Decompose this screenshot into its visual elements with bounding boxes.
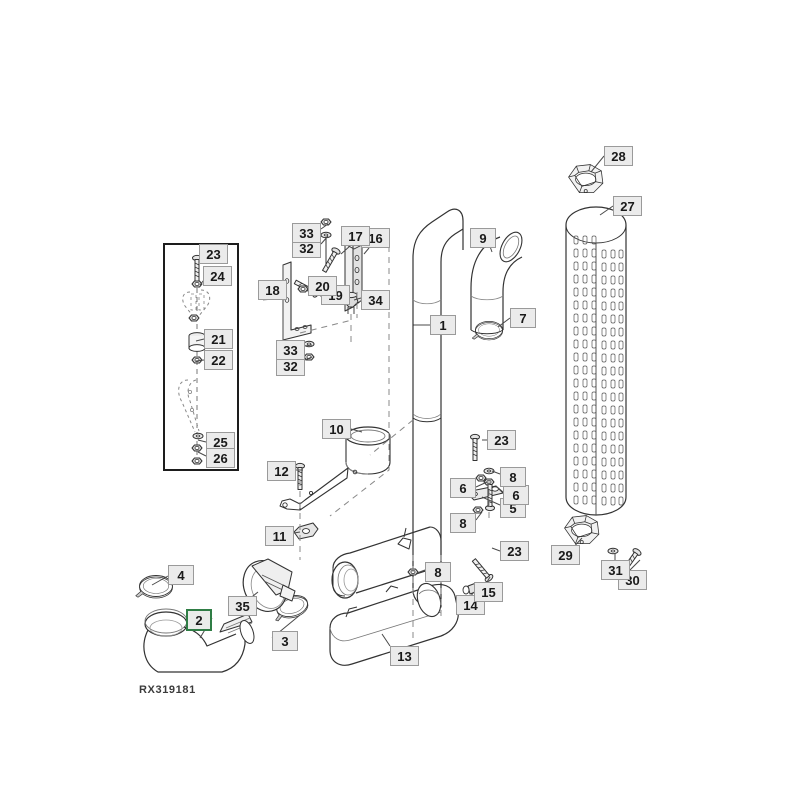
callout-33b[interactable]: 33 (276, 340, 305, 360)
callout-23b[interactable]: 23 (487, 430, 516, 450)
callout-33a[interactable]: 33 (292, 223, 321, 243)
callout-8c[interactable]: 8 (425, 562, 451, 582)
callout-12[interactable]: 12 (267, 461, 296, 481)
callout-8a[interactable]: 8 (500, 467, 526, 487)
callout-31[interactable]: 31 (601, 560, 630, 580)
callout-23a[interactable]: 23 (199, 244, 228, 264)
callout-32a[interactable]: 32 (292, 238, 321, 258)
callout-23c[interactable]: 23 (500, 541, 529, 561)
callout-34[interactable]: 34 (361, 290, 390, 310)
callout-6a[interactable]: 6 (450, 478, 476, 498)
callout-26[interactable]: 26 (206, 448, 235, 468)
callout-18[interactable]: 18 (258, 280, 287, 300)
callout-10[interactable]: 10 (322, 419, 351, 439)
callout-27[interactable]: 27 (613, 196, 642, 216)
callout-22[interactable]: 22 (204, 350, 233, 370)
callout-1[interactable]: 1 (430, 315, 456, 335)
callout-20[interactable]: 20 (308, 276, 337, 296)
callout-29[interactable]: 29 (551, 545, 580, 565)
callout-3[interactable]: 3 (272, 631, 298, 651)
callout-17[interactable]: 17 (341, 226, 370, 246)
callout-21[interactable]: 21 (204, 329, 233, 349)
callout-11[interactable]: 11 (265, 526, 294, 546)
callout-9[interactable]: 9 (470, 228, 496, 248)
callout-8b[interactable]: 8 (450, 513, 476, 533)
callout-7[interactable]: 7 (510, 308, 536, 328)
callout-4[interactable]: 4 (168, 565, 194, 585)
callout-35[interactable]: 35 (228, 596, 257, 616)
diagram-part-number: RX319181 (139, 684, 196, 696)
callout-6b[interactable]: 6 (503, 485, 529, 505)
callout-2[interactable]: 2 (186, 609, 212, 631)
callout-15[interactable]: 15 (474, 582, 503, 602)
callout-24[interactable]: 24 (203, 266, 232, 286)
callout-13[interactable]: 13 (390, 646, 419, 666)
callout-28[interactable]: 28 (604, 146, 633, 166)
